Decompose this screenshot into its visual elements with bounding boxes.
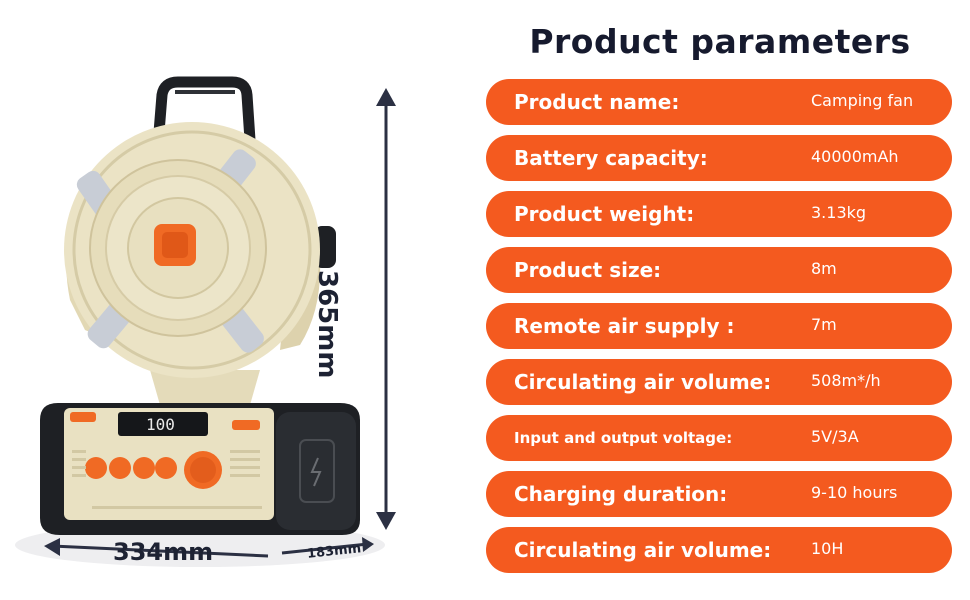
param-value: 3.13kg: [811, 203, 867, 222]
param-row-product-weight: Product weight: 3.13kg: [486, 191, 952, 237]
product-image: 100: [15, 76, 396, 567]
param-value: 10H: [811, 539, 844, 558]
param-row-product-name: Product name: Camping fan: [486, 79, 952, 125]
stand-neck: [150, 370, 260, 405]
param-label: Charging duration:: [514, 482, 728, 506]
knob-4-icon: [155, 457, 177, 479]
parameter-list: Product name: Camping fan Battery capaci…: [486, 79, 952, 583]
knob-3-icon: [133, 457, 155, 479]
param-label: Circulating air volume:: [514, 538, 772, 562]
lcd-readout: 100: [146, 415, 175, 434]
knob-1-icon: [85, 457, 107, 479]
param-label: Input and output voltage:: [514, 429, 733, 447]
param-value: 7m: [811, 315, 837, 334]
param-label: Product name:: [514, 90, 680, 114]
charge-icon: [310, 457, 322, 487]
param-row-charging-duration: Charging duration: 9-10 hours: [486, 471, 952, 517]
knob-2-icon: [109, 457, 131, 479]
lcd-display: [118, 412, 208, 436]
param-value: 5V/3A: [811, 427, 859, 446]
param-value: 40000mAh: [811, 147, 899, 166]
param-row-circulating-air-volume: Circulating air volume: 508m*/h: [486, 359, 952, 405]
param-value: 9-10 hours: [811, 483, 898, 502]
param-row-remote-air-supply: Remote air supply : 7m: [486, 303, 952, 349]
param-row-product-size: Product size: 8m: [486, 247, 952, 293]
param-row-voltage: Input and output voltage: 5V/3A: [486, 415, 952, 461]
param-value: 8m: [811, 259, 837, 278]
height-dimension-label: 365mm: [312, 270, 342, 379]
width-dimension-label: 334mm: [113, 538, 214, 566]
param-row-battery-capacity: Battery capacity: 40000mAh: [486, 135, 952, 181]
param-label: Remote air supply :: [514, 314, 735, 338]
param-value: Camping fan: [811, 91, 914, 110]
param-row-circulating-air-volume-2: Circulating air volume: 10H: [486, 527, 952, 573]
param-label: Circulating air volume:: [514, 370, 772, 394]
param-label: Battery capacity:: [514, 146, 708, 170]
dimension-arrows: [44, 88, 396, 558]
param-label: Product size:: [514, 258, 662, 282]
page-title: Product parameters: [529, 22, 911, 61]
param-value: 508m*/h: [811, 371, 881, 390]
carry-handle: [152, 76, 256, 151]
param-label: Product weight:: [514, 202, 695, 226]
